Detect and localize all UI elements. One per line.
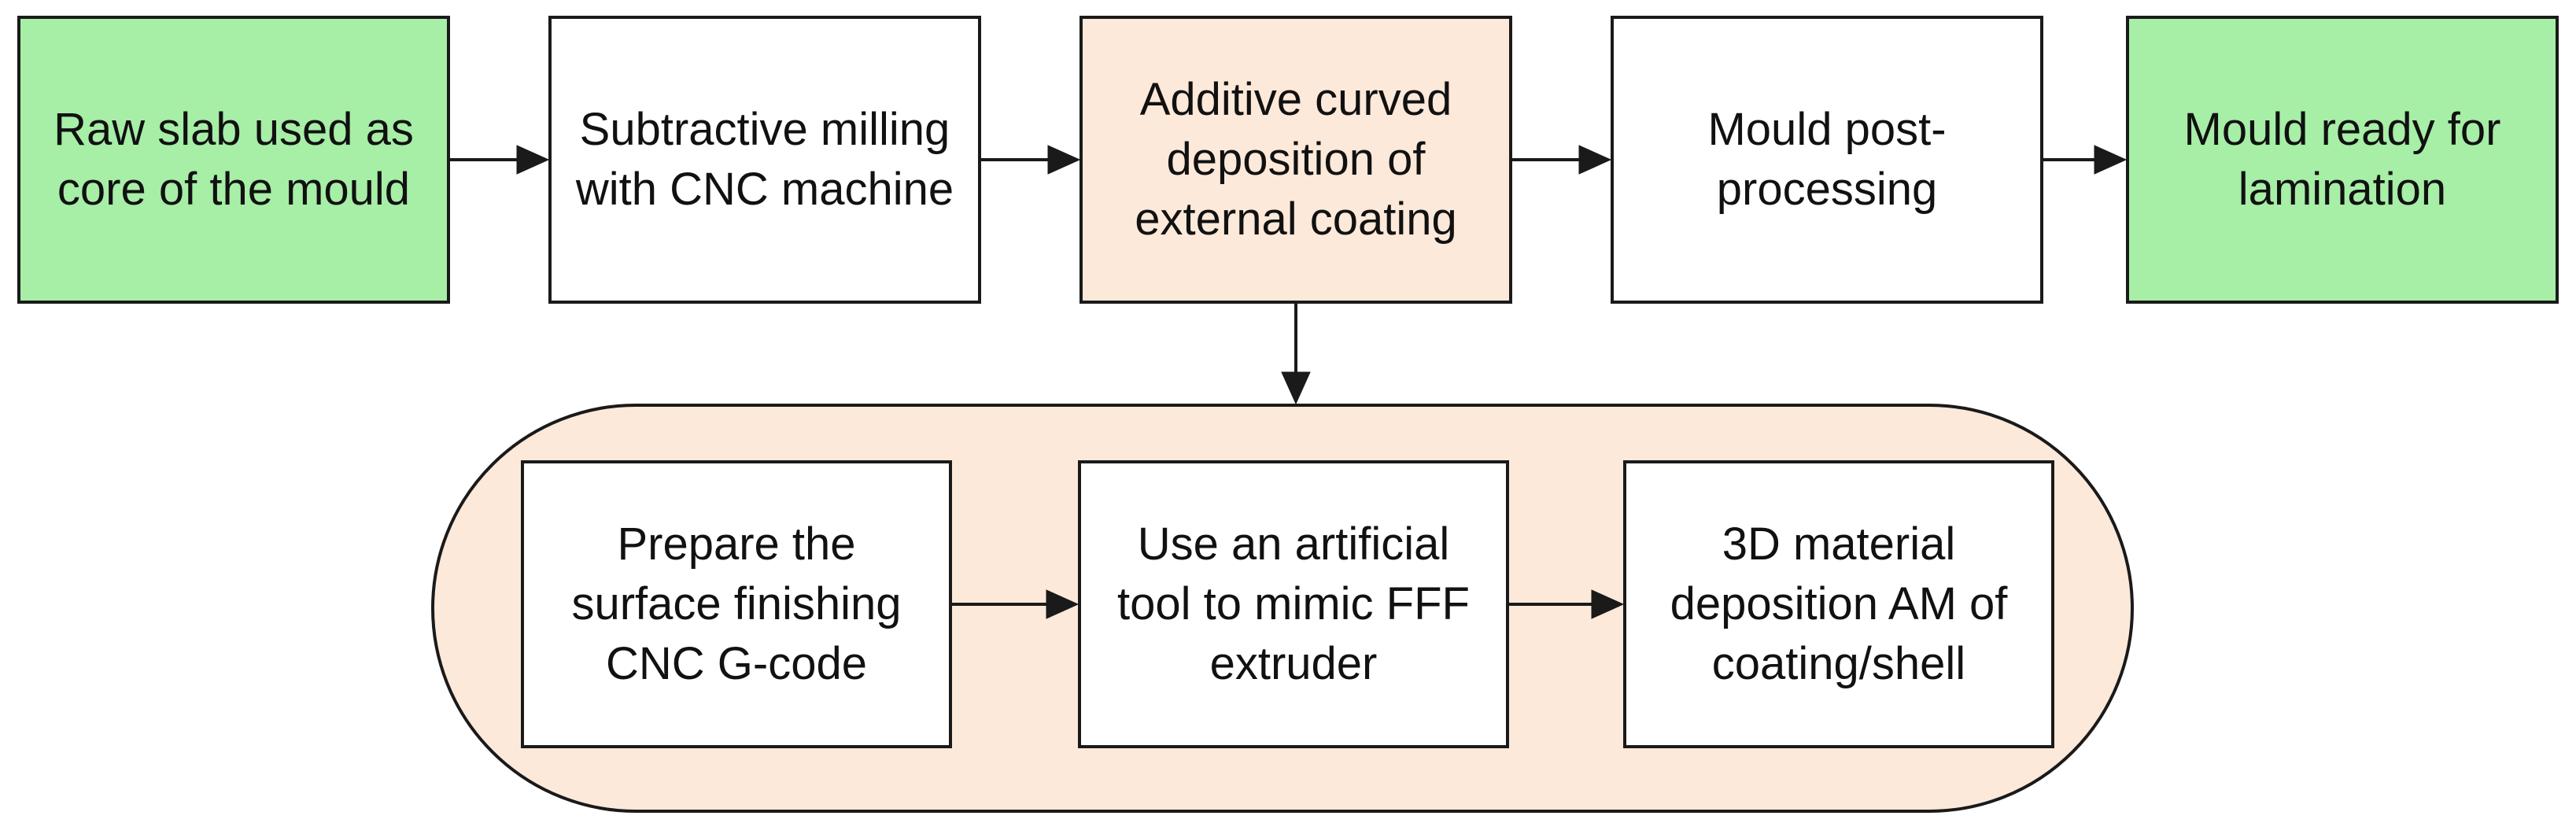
arrow-subtractive-milling-to-additive-deposition-head — [1047, 145, 1081, 175]
arrow-artificial-tool-to-material-deposition-head — [1591, 589, 1625, 619]
node-artificial-tool-label: Use an artificial tool to mimic FFF extr… — [1117, 519, 1470, 689]
node-post-processing-label: Mould post- processing — [1707, 104, 1947, 215]
node-additive-deposition-label: Additive curved deposition of external c… — [1135, 74, 1457, 245]
node-material-deposition-label: 3D material deposition AM of coating/she… — [1670, 519, 2008, 689]
node-mould-ready: Mould ready for lamination — [2126, 16, 2559, 304]
node-mould-ready-label: Mould ready for lamination — [2183, 104, 2501, 215]
node-post-processing: Mould post- processing — [1611, 16, 2043, 304]
arrow-raw-slab-to-subtractive-milling-head — [516, 145, 550, 175]
node-subtractive-milling-label: Subtractive milling with CNC machine — [575, 104, 954, 215]
arrow-post-processing-to-mould-ready-head — [2094, 145, 2128, 175]
node-artificial-tool: Use an artificial tool to mimic FFF extr… — [1078, 460, 1509, 748]
node-raw-slab: Raw slab used as core of the mould — [17, 16, 450, 304]
node-material-deposition: 3D material deposition AM of coating/she… — [1623, 460, 2054, 748]
node-additive-deposition: Additive curved deposition of external c… — [1079, 16, 1512, 304]
arrow-additive-deposition-to-post-processing-head — [1578, 145, 1612, 175]
node-subtractive-milling: Subtractive milling with CNC machine — [548, 16, 981, 304]
arrow-prepare-gcode-to-artificial-tool-head — [1046, 589, 1079, 619]
arrow-additive-deposition-to-sub-process-head — [1281, 371, 1311, 405]
node-prepare-gcode: Prepare the surface finishing CNC G-code — [521, 460, 952, 748]
node-raw-slab-label: Raw slab used as core of the mould — [54, 104, 414, 215]
node-prepare-gcode-label: Prepare the surface finishing CNC G-code — [571, 519, 902, 689]
